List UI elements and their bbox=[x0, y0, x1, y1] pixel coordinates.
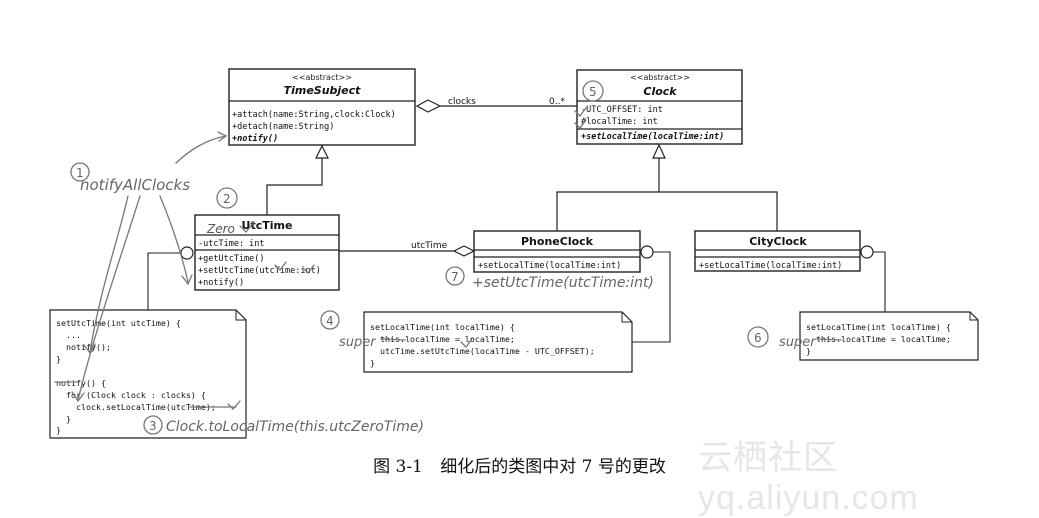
generalization-clocks bbox=[556, 143, 778, 231]
generalization-utc-time bbox=[266, 144, 329, 215]
note-utc-time: setUtcTime(int utcTime) { ... notify(); … bbox=[49, 309, 247, 439]
method-get-utc-time: +getUtcTime() bbox=[198, 254, 265, 264]
hand-super-city: super bbox=[779, 335, 817, 350]
note-line: clock.setLocalTime(utcTime); bbox=[56, 402, 216, 412]
note-line: } bbox=[56, 414, 71, 424]
note-line: this.localTime = localTime; bbox=[370, 334, 515, 344]
hand-number-6: 6 bbox=[754, 331, 762, 345]
method-set-utc-time: +setUtcTime(utcTime:int) bbox=[198, 266, 321, 276]
attribute-local-time: #localTime: int bbox=[581, 117, 658, 127]
note-line: setLocalTime(int localTime) { bbox=[806, 322, 951, 332]
figure-caption-text: 细化后的类图中对 7 号的更改 bbox=[440, 457, 666, 477]
hand-set-utc-time: +setUtcTime(utcTime:int) bbox=[472, 275, 654, 291]
class-name: UtcTime bbox=[242, 219, 293, 232]
hand-number-5: 5 bbox=[589, 85, 597, 99]
method-detach: +detach(name:String) bbox=[232, 122, 334, 132]
note-line: } bbox=[370, 358, 375, 368]
association-clocks: clocks 0..* bbox=[415, 97, 577, 113]
method-set-local-time: +setLocalTime(localTime:int) bbox=[581, 131, 724, 142]
attribute-utc-time: -utcTime: int bbox=[198, 239, 265, 249]
note-line: this.localTime = localTime; bbox=[806, 334, 951, 344]
note-line: setLocalTime(int localTime) { bbox=[370, 322, 515, 332]
method-attach: +attach(name:String,clock:Clock) bbox=[232, 110, 396, 120]
note-line: notify() { bbox=[56, 378, 106, 388]
note-line: } bbox=[56, 425, 61, 435]
method-set-local-time: +setLocalTime(localTime:int) bbox=[478, 261, 621, 271]
class-utc-time: UtcTime -utcTime: int +getUtcTime() +set… bbox=[194, 214, 340, 291]
attribute-utc-offset: -UTC_OFFSET: int bbox=[581, 105, 663, 115]
hand-super-phone: super bbox=[339, 335, 377, 350]
class-clock: <<abstract>> Clock -UTC_OFFSET: int #loc… bbox=[576, 69, 743, 145]
hand-number-3: 3 bbox=[149, 419, 157, 433]
note-line: for (Clock clock : clocks) { bbox=[56, 390, 206, 400]
class-name: Clock bbox=[643, 85, 677, 98]
note-line: ... bbox=[56, 330, 81, 340]
hand-number-7: 7 bbox=[451, 270, 459, 284]
stereotype-label: <<abstract>> bbox=[292, 73, 352, 82]
role-label-clocks: clocks bbox=[448, 97, 476, 107]
class-phone-clock: PhoneClock +setLocalTime(localTime:int) bbox=[473, 230, 641, 273]
class-name: PhoneClock bbox=[521, 235, 594, 248]
hand-notify-all-clocks: notifyAllClocks bbox=[80, 176, 190, 194]
role-label-utc-time: utcTime bbox=[411, 241, 448, 251]
method-notify: +notify() bbox=[232, 133, 278, 144]
stereotype-label: <<abstract>> bbox=[630, 73, 690, 82]
hand-number-2: 2 bbox=[223, 192, 231, 206]
method-set-local-time: +setLocalTime(localTime:int) bbox=[699, 261, 842, 271]
class-name: CityClock bbox=[749, 235, 807, 248]
note-line: } bbox=[806, 346, 811, 356]
method-notify: +notify() bbox=[198, 278, 244, 288]
class-time-subject: <<abstract>> TimeSubject +attach(name:St… bbox=[228, 68, 416, 146]
note-line: utcTime.setUtcTime(localTime - UTC_OFFSE… bbox=[370, 346, 595, 356]
class-city-clock: CityClock +setLocalTime(localTime:int) bbox=[694, 230, 861, 272]
note-connector-phone bbox=[632, 245, 671, 343]
figure-number: 图 3-1 bbox=[373, 457, 423, 477]
handwritten-annotations bbox=[54, 80, 842, 435]
hand-zero: Zero bbox=[206, 222, 235, 236]
note-phone-clock: setLocalTime(int localTime) { this.local… bbox=[363, 311, 633, 373]
handwritten-text: 1 notifyAllClocks 2 Zero 3 Clock.toLocal… bbox=[76, 85, 817, 435]
note-city-clock: setLocalTime(int localTime) { this.local… bbox=[799, 311, 979, 361]
hand-clock-to-local-time: Clock.toLocalTime(this.utcZeroTime) bbox=[166, 419, 424, 435]
association-utc-time: utcTime bbox=[339, 241, 476, 257]
note-line: } bbox=[56, 354, 61, 364]
hand-number-4: 4 bbox=[326, 314, 334, 328]
note-line: setUtcTime(int utcTime) { bbox=[56, 318, 181, 328]
note-connector-utc bbox=[147, 246, 194, 310]
multiplicity-label: 0..* bbox=[549, 97, 565, 107]
figure-caption: 图 3-1 细化后的类图中对 7 号的更改 bbox=[0, 452, 1039, 477]
note-connector-city bbox=[860, 245, 886, 312]
class-name: TimeSubject bbox=[284, 84, 362, 97]
class-diagram: <<abstract>> TimeSubject +attach(name:St… bbox=[49, 68, 979, 439]
hand-number-1: 1 bbox=[76, 166, 84, 180]
note-line: notify(); bbox=[56, 342, 111, 352]
